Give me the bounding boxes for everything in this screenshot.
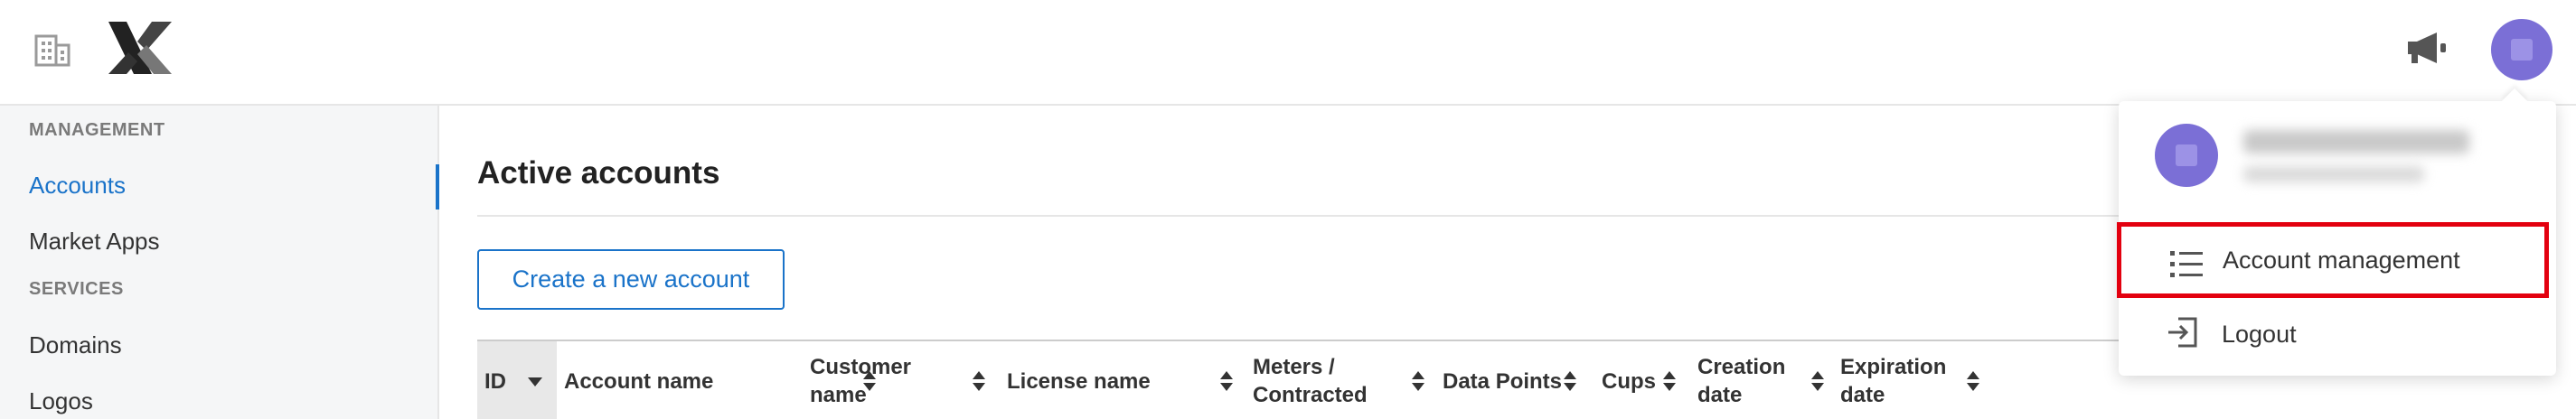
- megaphone-icon[interactable]: [2406, 31, 2449, 67]
- column-header-cups[interactable]: Cups: [1602, 341, 1683, 419]
- sidebar-section-services: SERVICES: [29, 279, 124, 299]
- column-label-creation-date: Creation date: [1697, 355, 1786, 407]
- list-icon: [2170, 251, 2203, 277]
- column-header-license-name[interactable]: License name: [1007, 341, 1233, 419]
- column-label-meters-contracted: Meters / Contracted: [1253, 355, 1368, 407]
- sort-desc-icon: [528, 377, 542, 386]
- column-label-id: ID: [484, 368, 506, 394]
- logout-icon: [2168, 317, 2197, 348]
- sort-icon: [1811, 371, 1824, 391]
- page-title: Active accounts: [477, 155, 720, 191]
- column-header-meters-contracted[interactable]: Meters / Contracted: [1253, 341, 1434, 419]
- column-header-data-points[interactable]: Data Points: [1443, 341, 1587, 419]
- sidebar: MANAGEMENT Accounts Market Apps SERVICES…: [0, 106, 439, 419]
- sort-icon: [1412, 371, 1424, 391]
- sidebar-item-domains[interactable]: Domains: [29, 331, 122, 358]
- redacted-user-detail: [2243, 166, 2424, 182]
- column-label-expiration-date: Expiration date: [1840, 355, 1947, 407]
- logout-label: Logout: [2222, 320, 2297, 348]
- user-avatar-button[interactable]: [2491, 19, 2552, 80]
- redacted-user-email: [2243, 130, 2469, 154]
- sidebar-section-management: MANAGEMENT: [29, 120, 165, 140]
- sidebar-item-accounts[interactable]: Accounts: [29, 172, 126, 199]
- account-management-menu-item[interactable]: Account management: [2117, 222, 2549, 298]
- column-label-customer-name: Customer name: [810, 355, 912, 407]
- brand-x-logo[interactable]: [107, 20, 174, 76]
- building-icon[interactable]: [34, 33, 71, 67]
- column-header-customer-name[interactable]: Customer name: [810, 341, 985, 419]
- column-header-account-name[interactable]: Account name: [564, 341, 876, 419]
- sort-icon: [973, 371, 985, 391]
- sidebar-item-market-apps[interactable]: Market Apps: [29, 228, 160, 255]
- menu-user-avatar: [2155, 124, 2218, 187]
- column-label-cups: Cups: [1602, 368, 1656, 394]
- column-header-id[interactable]: ID: [477, 341, 557, 419]
- active-nav-indicator: [436, 164, 439, 210]
- user-menu-dropdown: Account management Logout: [2117, 101, 2556, 376]
- column-label-account-name: Account name: [564, 368, 714, 394]
- account-management-label: Account management: [2223, 246, 2460, 274]
- logout-menu-item[interactable]: Logout: [2119, 298, 2556, 370]
- sort-icon: [1564, 371, 1576, 391]
- column-label-license-name: License name: [1007, 368, 1151, 394]
- column-label-data-points: Data Points: [1443, 368, 1563, 394]
- sort-icon: [1967, 371, 1979, 391]
- sort-icon: [1663, 371, 1676, 391]
- sidebar-item-logos[interactable]: Logos: [29, 387, 93, 414]
- sort-icon: [1220, 371, 1233, 391]
- sort-icon: [863, 371, 876, 391]
- top-bar: [0, 0, 2576, 106]
- create-account-button[interactable]: Create a new account: [477, 249, 785, 310]
- title-divider: [477, 215, 2131, 217]
- accounts-table-header: ID Account name Customer name License na…: [477, 340, 2131, 419]
- column-header-creation-date[interactable]: Creation date: [1697, 341, 1842, 419]
- column-header-expiration-date[interactable]: Expiration date: [1840, 341, 2012, 419]
